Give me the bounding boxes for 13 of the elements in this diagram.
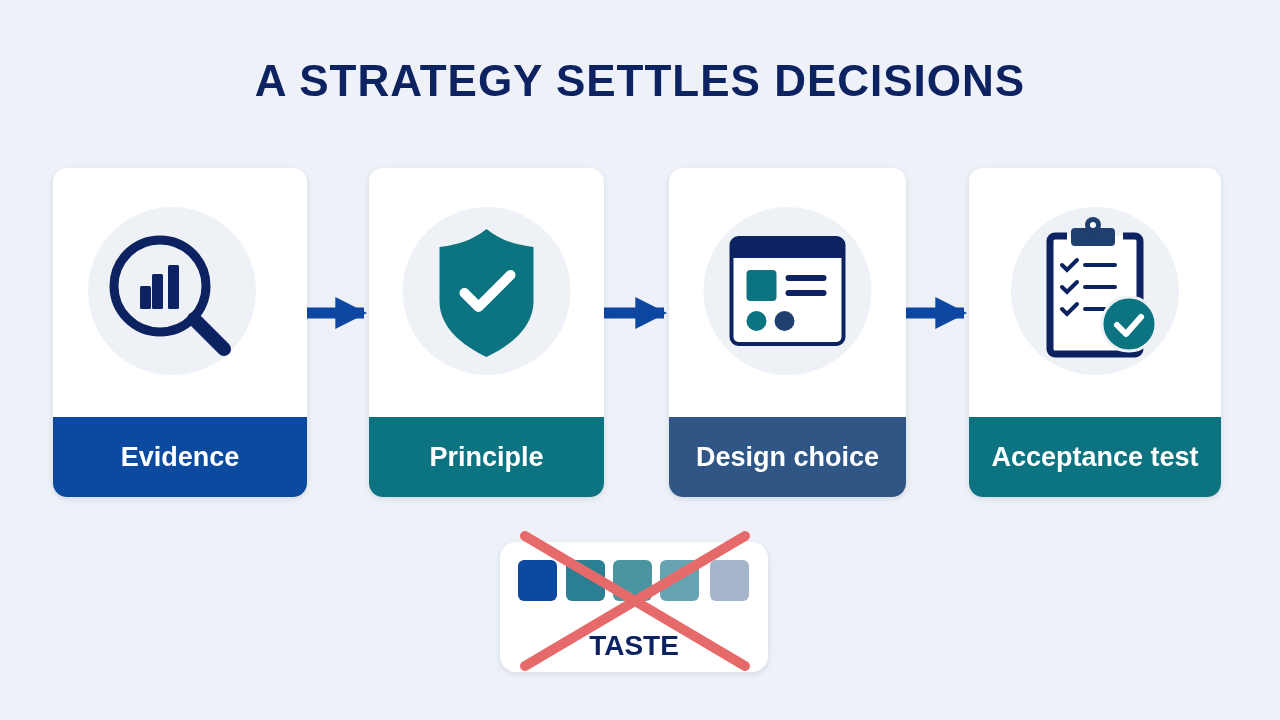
step-label: Design choice [695, 441, 880, 473]
card-label: TASTE [588, 630, 680, 662]
step-card [669, 168, 906, 497]
step-card [53, 168, 307, 497]
step-label: Acceptance test [991, 441, 1199, 473]
step-card [369, 168, 604, 497]
arrow [604, 297, 668, 329]
step-label: Evidence [120, 441, 240, 473]
step-label: Principle [429, 441, 544, 473]
arrow [307, 297, 368, 329]
step-card [969, 168, 1221, 497]
arrow [906, 297, 968, 329]
title: A STRATEGY SETTLES DECISIONS [253, 56, 1027, 106]
